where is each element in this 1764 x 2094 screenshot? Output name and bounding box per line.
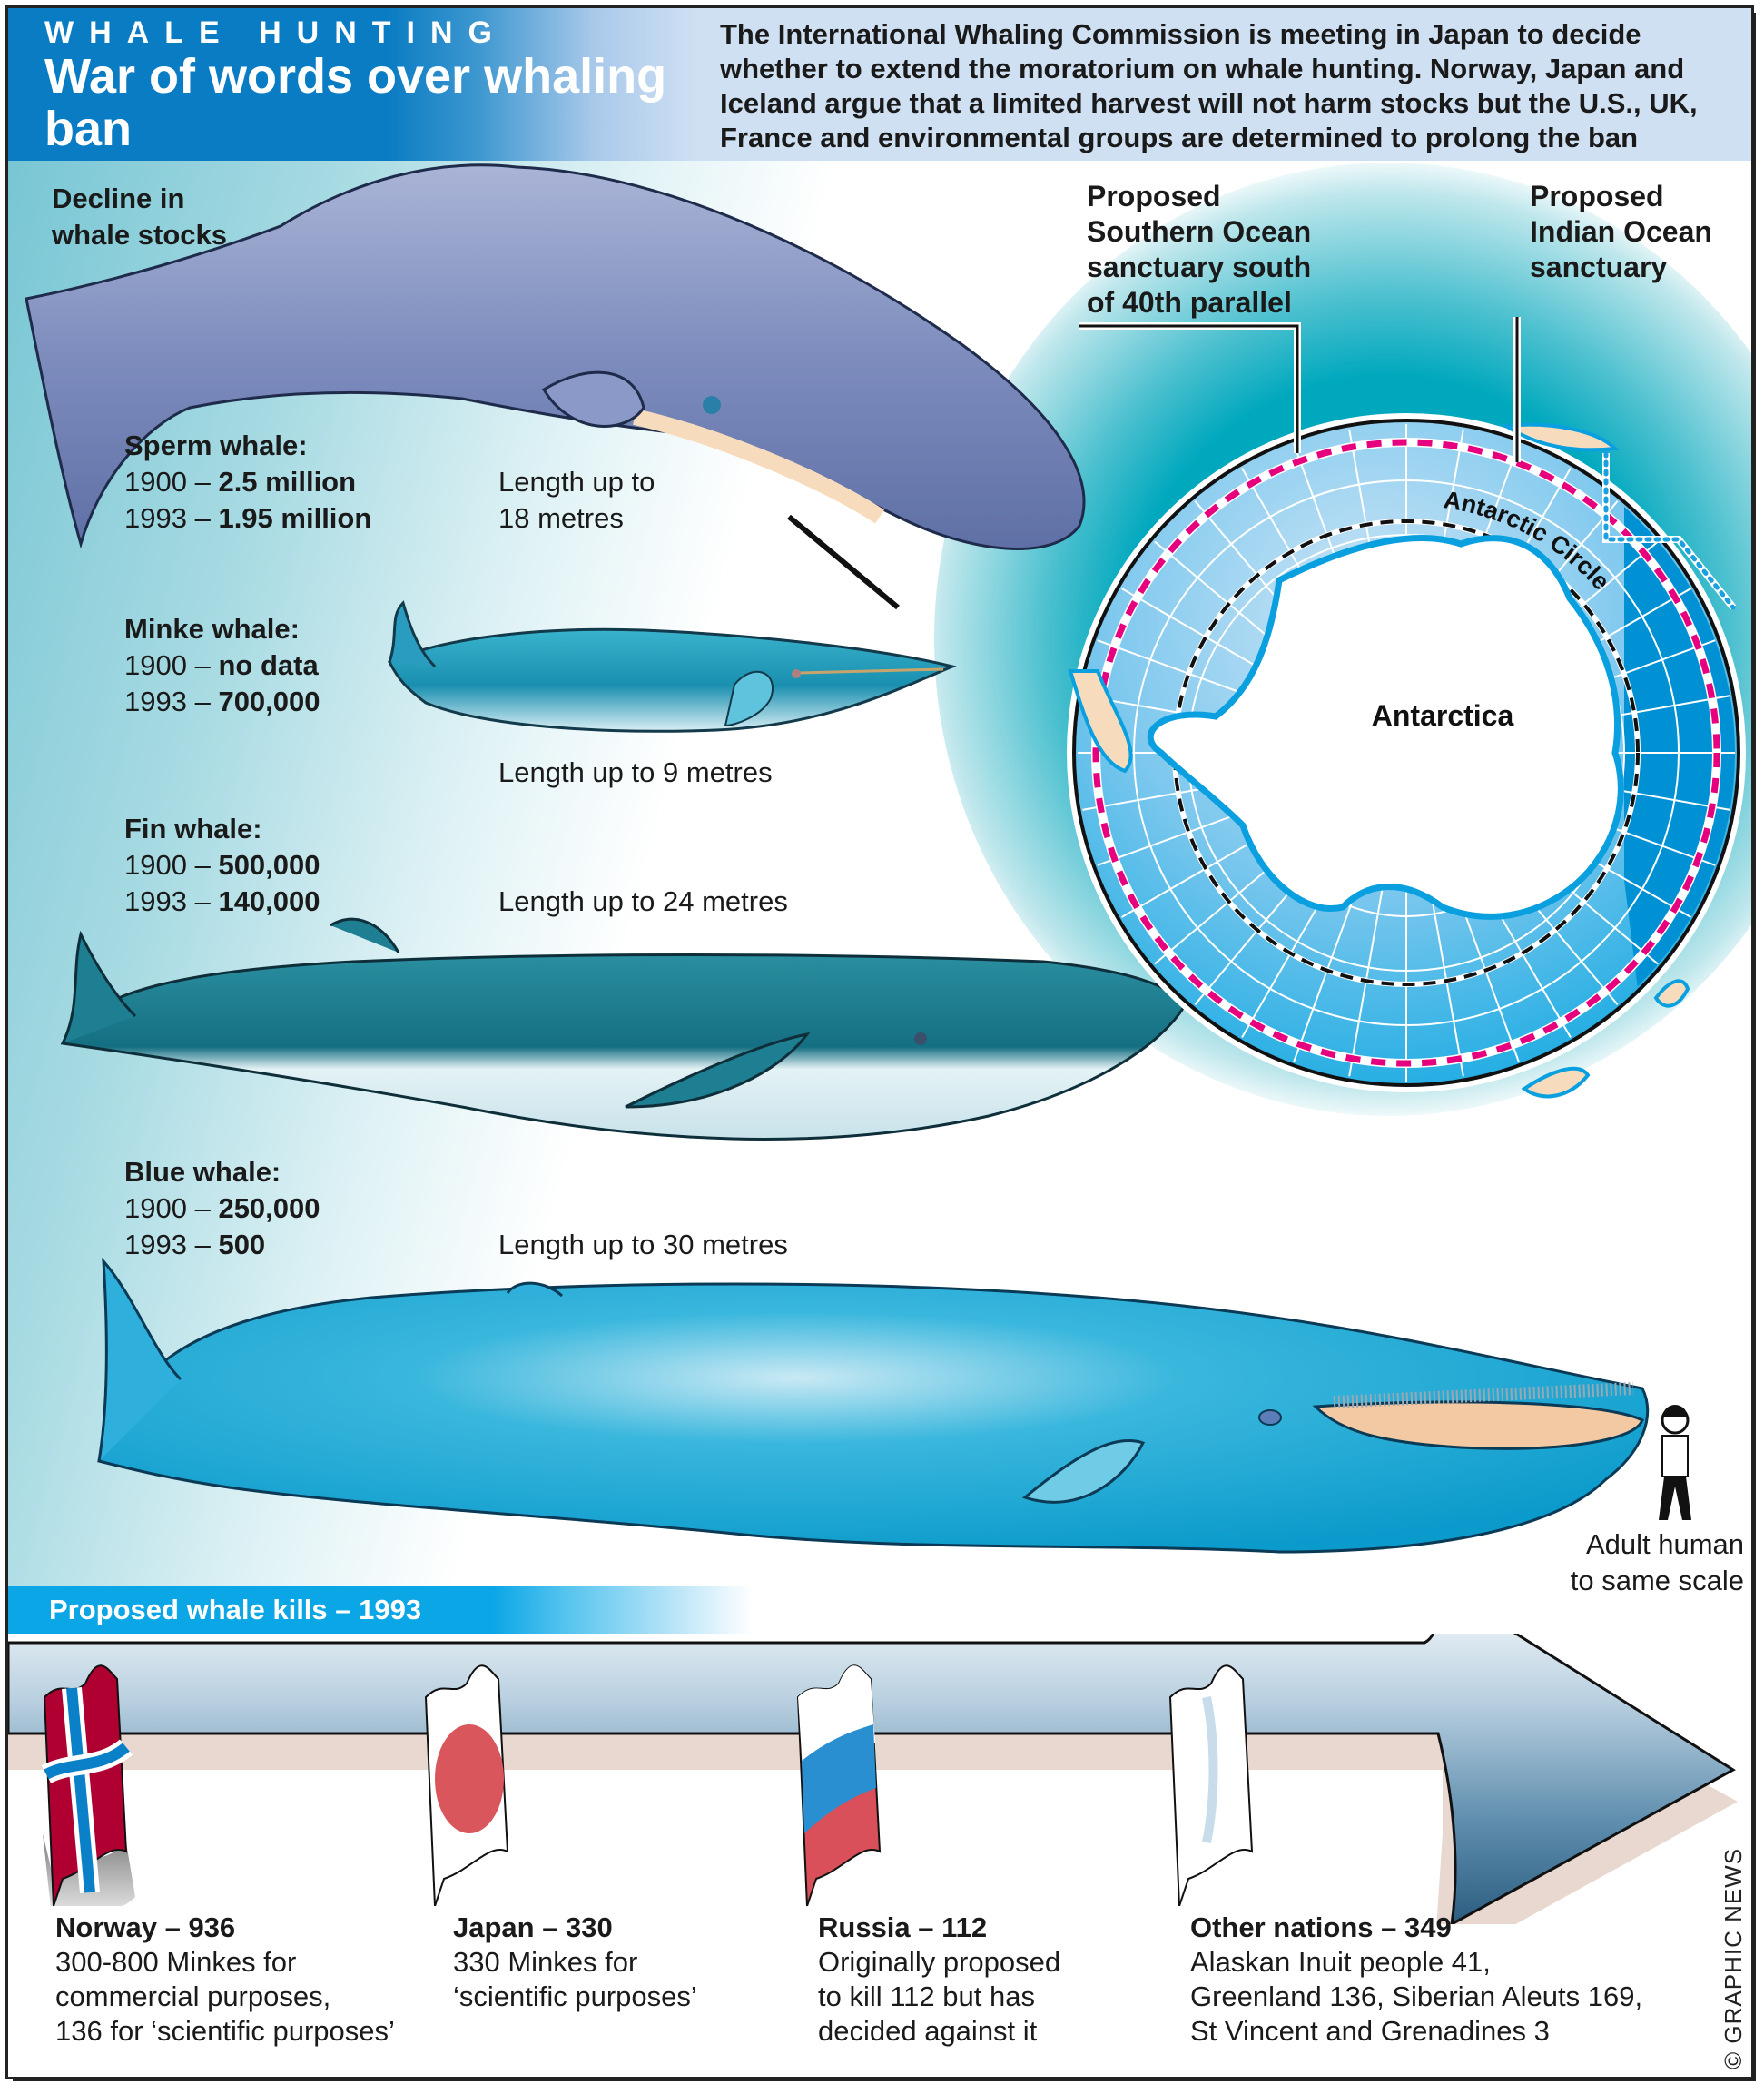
year-label: 1993 – xyxy=(124,686,211,717)
population-1900: 500,000 xyxy=(218,849,320,881)
year-label: 1900 – xyxy=(124,1192,211,1224)
year-label: 1993 – xyxy=(124,502,211,534)
length-line: 18 metres xyxy=(498,502,624,534)
antarctica-map: Antarctic Circle Antarctica xyxy=(1067,413,1746,1099)
callout-leaders xyxy=(1079,317,1521,462)
blue-whale xyxy=(97,1257,1650,1554)
nation-desc: Alaskan Inuit people 41, xyxy=(1190,1946,1491,1978)
nation-desc: ‘scientific purposes’ xyxy=(453,1980,697,2012)
callout-line: Southern Ocean xyxy=(1087,215,1312,248)
nation-desc: commercial purposes, xyxy=(55,1980,331,2012)
length-line: Length up to 9 metres xyxy=(498,756,773,788)
norway-flag-icon xyxy=(41,1664,135,1906)
callout-line: Proposed xyxy=(1530,180,1664,212)
year-label: 1900 – xyxy=(124,466,211,498)
intro-text: The International Whaling Commission is … xyxy=(720,18,1698,153)
headline: War of words over whaling ban xyxy=(44,49,667,156)
population-1993: 140,000 xyxy=(218,885,320,917)
southern-sanctuary-boundary xyxy=(1092,439,1720,1067)
sperm-whale-stats: Sperm whale: 1900 – 2.5 million 1993 – 1… xyxy=(124,428,371,537)
minke-whale-stats: Minke whale: 1900 – no data 1993 – 700,0… xyxy=(124,611,320,720)
year-label: 1900 – xyxy=(124,649,211,681)
nation-desc: Greenland 136, Siberian Aleuts 169, xyxy=(1190,1980,1643,2012)
infographic: WHALE HUNTING War of words over whaling … xyxy=(5,5,1754,2079)
continent-label: Antarctica xyxy=(1372,699,1514,732)
japan-flag-icon xyxy=(424,1664,509,1906)
stocks-title-line2: whale stocks xyxy=(52,219,227,251)
southern-ocean-callout: Proposed Southern Ocean sanctuary south … xyxy=(1087,179,1311,321)
australia-landmass xyxy=(1653,979,1690,1008)
nation-title: Norway – 936 xyxy=(55,1911,236,1943)
africa-landmass xyxy=(1501,422,1620,452)
year-label: 1993 – xyxy=(124,1229,211,1260)
kicker: WHALE HUNTING xyxy=(44,15,508,50)
human-figure-icon xyxy=(1659,1405,1691,1520)
nation-desc: Originally proposed xyxy=(818,1946,1061,1978)
nation-russia: Russia – 112 Originally proposed to kill… xyxy=(818,1911,1060,2049)
nation-norway: Norway – 936 300-800 Minkes for commerci… xyxy=(55,1911,395,2049)
population-1993: 1.95 million xyxy=(218,502,372,534)
nation-japan: Japan – 330 330 Minkes for ‘scientific p… xyxy=(453,1911,697,2014)
kills-title-bar: Proposed whale kills – 1993 xyxy=(8,1586,753,1634)
indian-sanctuary-boundary xyxy=(1603,450,1736,610)
whale-name: Minke whale: xyxy=(124,613,300,645)
length-line: Length up to 24 metres xyxy=(498,885,788,917)
whale-name: Sperm whale: xyxy=(124,430,308,461)
antarctica-landmass xyxy=(1147,535,1624,920)
antarctic-circle xyxy=(1173,519,1640,986)
other-nations-flag-icon xyxy=(1168,1664,1254,1906)
population-1900: 250,000 xyxy=(218,1192,320,1224)
meridian-line xyxy=(1346,860,1389,1082)
blue-whale-length: Length up to 30 metres xyxy=(498,1227,788,1263)
nation-others: Other nations – 349 Alaskan Inuit people… xyxy=(1190,1911,1642,2049)
flags-illustration xyxy=(41,1664,1254,1906)
header-banner: WHALE HUNTING War of words over whaling … xyxy=(8,8,698,161)
blue-whale-stats: Blue whale: 1900 – 250,000 1993 – 500 xyxy=(124,1154,320,1263)
indian-ocean-callout: Proposed Indian Ocean sanctuary xyxy=(1530,179,1712,285)
population-1900: no data xyxy=(218,649,319,681)
intro-panel: The International Whaling Commission is … xyxy=(698,8,1751,161)
nation-title: Japan – 330 xyxy=(453,1911,613,1943)
sperm-whale xyxy=(25,163,1086,610)
population-1900: 2.5 million xyxy=(218,466,357,498)
nation-desc: 300-800 Minkes for xyxy=(55,1946,297,1978)
nation-title: Other nations – 349 xyxy=(1190,1911,1452,1943)
callout-line: Indian Ocean xyxy=(1530,215,1712,248)
whale-name: Blue whale: xyxy=(124,1156,281,1188)
nation-desc: decided against it xyxy=(818,2015,1038,2047)
south-america-landmass xyxy=(1068,669,1133,774)
callout-line: of 40th parallel xyxy=(1087,286,1292,319)
credit: © GRAPHIC NEWS xyxy=(1720,1847,1747,2069)
fin-whale-stats: Fin whale: 1900 – 500,000 1993 – 140,000 xyxy=(124,811,320,920)
year-label: 1900 – xyxy=(124,849,211,881)
caption-line: to same scale xyxy=(1570,1565,1744,1596)
nation-desc: 136 for ‘scientific purposes’ xyxy=(55,2015,395,2047)
length-line: Length up to 30 metres xyxy=(498,1229,788,1260)
year-label: 1993 – xyxy=(124,885,211,917)
russia-flag-icon xyxy=(796,1664,882,1906)
nation-title: Russia – 112 xyxy=(818,1911,988,1943)
nation-desc: St Vincent and Grenadines 3 xyxy=(1190,2015,1550,2047)
whales-illustration xyxy=(25,163,1691,1554)
fin-whale-length: Length up to 24 metres xyxy=(498,884,788,920)
nation-desc: 330 Minkes for xyxy=(453,1946,638,1978)
fin-whale xyxy=(60,917,1186,1141)
new-zealand-landmass xyxy=(1521,1066,1591,1099)
kills-title: Proposed whale kills – 1993 xyxy=(49,1594,422,1625)
callout-line: sanctuary xyxy=(1530,251,1668,283)
minke-whale xyxy=(387,600,957,733)
length-line: Length up to xyxy=(498,466,655,498)
sperm-whale-length: Length up to 18 metres xyxy=(498,464,655,537)
human-scale-caption: Adult human to same scale xyxy=(1552,1526,1744,1599)
population-1993: 500 xyxy=(218,1229,266,1260)
caption-line: Adult human xyxy=(1585,1528,1744,1560)
nation-desc: to kill 112 but has xyxy=(818,1980,1035,2012)
callout-line: sanctuary south xyxy=(1087,251,1312,283)
stocks-title: Decline in whale stocks xyxy=(52,181,227,253)
population-1993: 700,000 xyxy=(218,686,320,717)
stocks-title-line1: Decline in xyxy=(52,183,185,214)
whale-name: Fin whale: xyxy=(124,813,262,845)
callout-line: Proposed xyxy=(1087,180,1221,212)
minke-whale-length: Length up to 9 metres xyxy=(498,755,773,791)
